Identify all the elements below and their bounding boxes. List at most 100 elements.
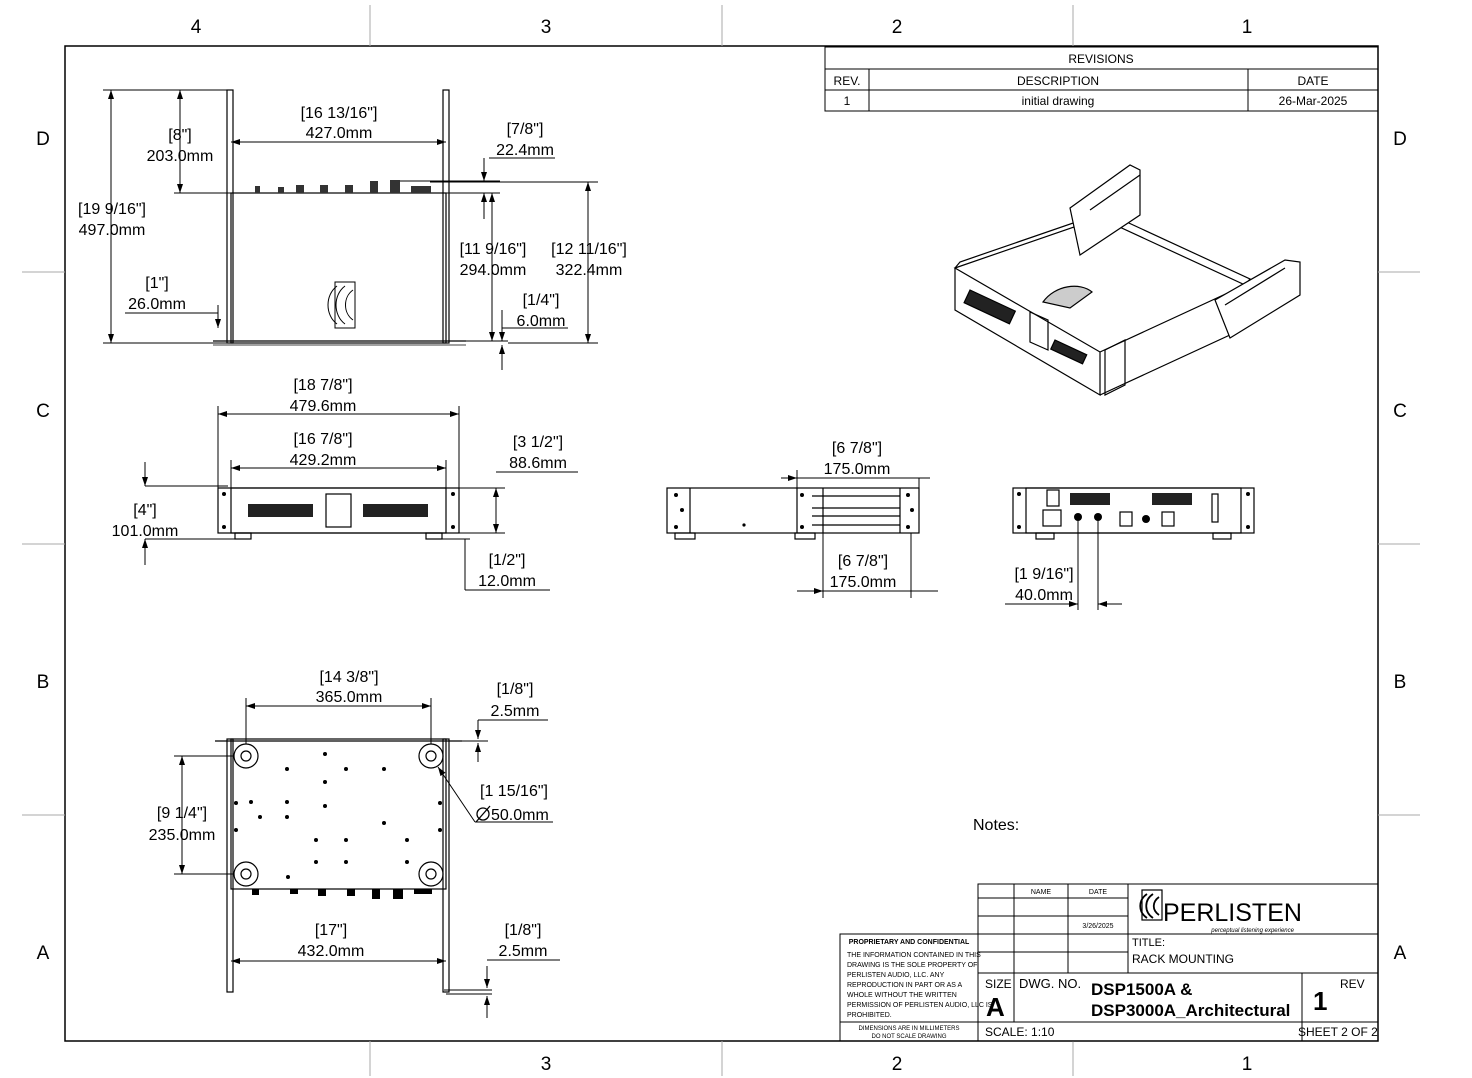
side-top-inch: [6 7/8"]: [832, 440, 882, 457]
zone-col-2-bottom: 2: [892, 1054, 903, 1075]
rear-view-outline: [1012, 487, 1255, 540]
confidential-line-4: REPRODUCTION IN PART OR AS A: [847, 982, 962, 989]
top-total-depth-mm: 322.4mm: [556, 262, 623, 279]
front-view-outline: [217, 487, 460, 540]
bottom-feet-depth-mm: 235.0mm: [149, 827, 216, 844]
bottom-thickness-mm: 2.5mm: [499, 943, 548, 960]
dwg-label: DWG. NO.: [1019, 976, 1081, 991]
top-view-outline: [213, 89, 466, 346]
sheet-border: [22, 5, 1420, 1076]
revisions-table: REVISIONS REV. DESCRIPTION DATE 1 initia…: [824, 46, 1379, 112]
front-foot-mm: 12.0mm: [478, 573, 536, 590]
drawn-date: 3/26/2025: [1082, 923, 1113, 930]
rear-view: [1 9/16"] 40.0mm: [1005, 487, 1255, 610]
zone-col-1-bottom: 1: [1242, 1054, 1253, 1075]
front-overall-mm: 479.6mm: [290, 398, 357, 415]
rear-vent-left: [1070, 493, 1110, 505]
bottom-feet-width-inch: [14 3/8"]: [319, 669, 378, 686]
front-vent-left: [248, 504, 313, 517]
confidential-line-2: DRAWING IS THE SOLE PROPERTY OF: [847, 962, 977, 969]
diameter-icon: [475, 805, 491, 823]
dwg-number-line-2: DSP3000A_Architectural: [1091, 1001, 1290, 1020]
top-view-connectors: [255, 180, 431, 193]
zone-row-c-right: C: [1393, 401, 1407, 422]
front-rack-holes: [222, 492, 455, 529]
top-view: [16 13/16"] 427.0mm [8"] 203.0mm [19 9/1…: [78, 89, 627, 370]
date-col-header: DATE: [1089, 889, 1107, 896]
rev-number: 1: [1313, 986, 1327, 1016]
top-overall-mm: 497.0mm: [79, 222, 146, 239]
notes-label: Notes:: [973, 817, 1019, 834]
date-header: DATE: [1297, 74, 1328, 88]
side-view-outline: [666, 487, 920, 540]
front-height-inch: [3 1/2"]: [513, 434, 563, 451]
front-body-mm: 429.2mm: [290, 452, 357, 469]
zone-row-a-right: A: [1394, 943, 1407, 964]
bottom-overall-mm: 432.0mm: [298, 943, 365, 960]
company-tagline: perceptual listening experience: [1210, 928, 1294, 934]
zone-row-d-right: D: [1393, 129, 1407, 150]
side-view: [6 7/8"] 175.0mm [6 7/8"] 175.0mm: [666, 440, 938, 598]
units-line-2: DO NOT SCALE DRAWING: [871, 1034, 946, 1040]
bottom-feet-depth-inch: [9 1/4"]: [157, 805, 207, 822]
top-overall-inch: [19 9/16"]: [78, 201, 146, 218]
front-view-dimension-lines: [142, 406, 578, 591]
top-handle-inch: [8"]: [168, 127, 191, 144]
title-block-grid: [839, 883, 1379, 1042]
title-label: TITLE:: [1132, 937, 1165, 949]
zone-row-b: B: [37, 672, 50, 693]
rear-spacing-mm: 40.0mm: [1015, 587, 1073, 604]
top-view-dimension-lines: [103, 89, 598, 370]
top-depth-mm: 294.0mm: [460, 262, 527, 279]
zone-row-b-right: B: [1394, 672, 1407, 693]
side-top-mm: 175.0mm: [824, 461, 891, 478]
top-connector-mm: 22.4mm: [496, 142, 554, 159]
rear-connectors: [1017, 492, 1250, 529]
scale-text: SCALE: 1:10: [985, 1025, 1055, 1039]
front-body-inch: [16 7/8"]: [293, 431, 352, 448]
side-rack-holes: [674, 493, 914, 529]
zone-row-a: A: [37, 943, 50, 964]
top-foot-mm: 6.0mm: [517, 313, 566, 330]
revisions-title: REVISIONS: [1068, 52, 1133, 66]
zone-row-d: D: [36, 129, 50, 150]
rev-value: 1: [844, 94, 851, 108]
bottom-ear-inch: [1/8"]: [497, 681, 534, 698]
front-vent-right: [363, 504, 428, 517]
confidential-line-5: WHOLE WITHOUT THE WRITTEN: [847, 992, 957, 999]
confidential-heading: PROPRIETARY AND CONFIDENTIAL: [849, 939, 970, 946]
description-header: DESCRIPTION: [1017, 74, 1099, 88]
rev-header: REV.: [834, 74, 861, 88]
bottom-screw-holes: [234, 752, 442, 899]
confidential-line-1: THE INFORMATION CONTAINED IN THIS: [847, 952, 981, 959]
bottom-feet-width-mm: 365.0mm: [316, 689, 383, 706]
side-view-dimension-lines: [781, 470, 938, 598]
name-header: NAME: [1031, 889, 1052, 896]
side-bottom-mm: 175.0mm: [830, 574, 897, 591]
isometric-view: [953, 164, 1301, 397]
top-offset-inch: [1"]: [145, 275, 168, 292]
top-foot-inch: [1/4"]: [523, 292, 560, 309]
front-height-mm: 88.6mm: [509, 455, 567, 472]
confidential-line-3: PERLISTEN AUDIO, LLC. ANY: [847, 972, 945, 979]
bottom-view: [14 3/8"] 365.0mm [1/8"] 2.5mm [9 1/4"] …: [149, 669, 560, 1018]
zone-col-3-bottom: 3: [541, 1054, 552, 1075]
date-value: 26-Mar-2025: [1279, 94, 1348, 108]
perlisten-logo-icon: [1139, 889, 1163, 921]
size-value: A: [986, 992, 1005, 1022]
side-bottom-inch: [6 7/8"]: [838, 553, 888, 570]
bottom-view-dimension-lines: [174, 698, 560, 1018]
rear-spacing-inch: [1 9/16"]: [1014, 566, 1073, 583]
bottom-thickness-inch: [1/8"]: [505, 922, 542, 939]
description-value: initial drawing: [1022, 94, 1095, 108]
top-offset-mm: 26.0mm: [128, 296, 186, 313]
top-depth-inch: [11 9/16"]: [460, 241, 527, 258]
bottom-foot-dia-mm: 50.0mm: [491, 807, 549, 824]
top-handle-mm: 203.0mm: [147, 148, 214, 165]
top-width-inch: [16 13/16"]: [301, 105, 378, 122]
rev-label: REV: [1340, 977, 1365, 991]
zone-col-2: 2: [892, 17, 903, 38]
bottom-ear-mm: 2.5mm: [491, 703, 540, 720]
rear-view-dimension-lines: [1005, 521, 1122, 610]
front-overall-inch: [18 7/8"]: [293, 377, 352, 394]
